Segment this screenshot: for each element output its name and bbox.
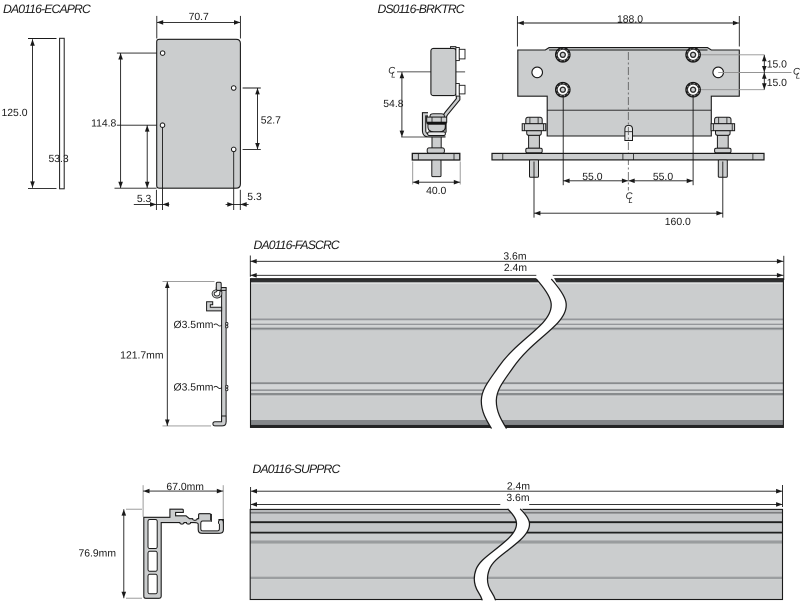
svg-text:DS0116-BRKTRC: DS0116-BRKTRC	[378, 2, 465, 16]
svg-text:76.9mm: 76.9mm	[78, 548, 116, 559]
svg-text:L: L	[391, 70, 395, 79]
svg-text:DA0116-SUPPRC: DA0116-SUPPRC	[253, 462, 341, 476]
svg-text:DA0116-FASCRC: DA0116-FASCRC	[254, 238, 340, 252]
svg-text:5.3: 5.3	[247, 192, 262, 203]
svg-text:Ø3.5mm: Ø3.5mm	[174, 383, 214, 394]
svg-text:C: C	[793, 67, 800, 78]
svg-text:2.4m: 2.4m	[504, 263, 527, 274]
svg-text:188.0: 188.0	[617, 14, 643, 25]
svg-text:C: C	[626, 191, 633, 202]
svg-text:54.8: 54.8	[383, 99, 403, 110]
svg-text:125.0: 125.0	[1, 108, 27, 119]
svg-text:15.0: 15.0	[767, 59, 787, 70]
svg-text:15.0: 15.0	[767, 78, 787, 89]
svg-text:70.7: 70.7	[189, 12, 209, 23]
svg-text:3.6m: 3.6m	[506, 493, 529, 504]
svg-text:67.0mm: 67.0mm	[166, 482, 204, 493]
svg-text:55.0: 55.0	[653, 172, 673, 183]
svg-text:52.7: 52.7	[261, 116, 281, 127]
svg-text:160.0: 160.0	[665, 217, 691, 228]
svg-text:L: L	[629, 196, 633, 205]
svg-text:5.3: 5.3	[137, 194, 152, 205]
svg-text:C: C	[388, 65, 395, 76]
svg-text:DA0116-ECAPRC: DA0116-ECAPRC	[3, 2, 91, 16]
svg-text:3.6m: 3.6m	[503, 251, 526, 262]
svg-text:40.0: 40.0	[426, 186, 446, 197]
svg-text:121.7mm: 121.7mm	[120, 351, 163, 362]
svg-text:114.8: 114.8	[91, 119, 116, 130]
svg-text:53.3: 53.3	[48, 154, 68, 165]
svg-text:Ø3.5mm: Ø3.5mm	[174, 320, 214, 331]
svg-text:2.4m: 2.4m	[507, 482, 530, 493]
svg-text:L: L	[796, 72, 800, 81]
svg-text:55.0: 55.0	[582, 172, 602, 183]
